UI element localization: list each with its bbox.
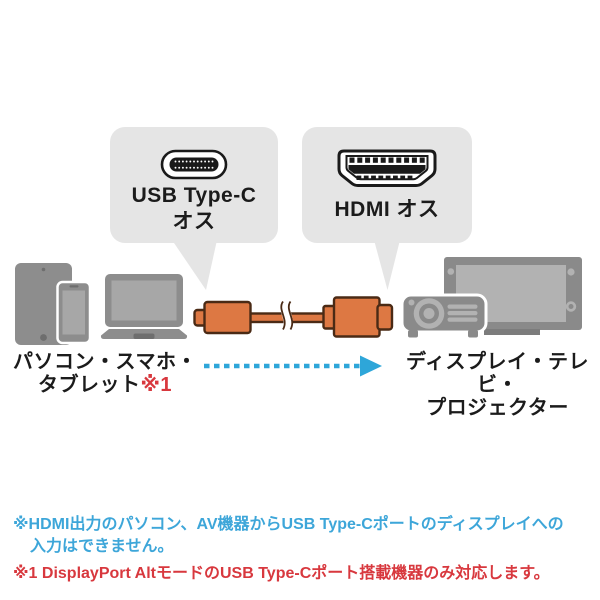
hdmi-connector-icon — [337, 149, 437, 187]
hdmi-bubble-label: HDMI オス — [334, 198, 440, 221]
hdmi-restriction-note-line1: ※HDMI出力のパソコン、AV機器からUSB Type-Cポートのディスプレイへ… — [13, 516, 564, 533]
alt-mode-note: ※1 DisplayPort AltモードのUSB Type-Cポート搭載機器の… — [13, 565, 550, 582]
source-label-line1: パソコン・スマホ・ — [13, 351, 197, 373]
destination-label-line2: プロジェクター — [426, 397, 569, 419]
usb-speech-bubble — [110, 127, 278, 290]
projector-icon — [400, 293, 488, 338]
dashed-arrow-right-icon — [204, 355, 382, 377]
usb-c-to-hdmi-cable-icon — [193, 296, 394, 338]
source-devices-label: パソコン・スマホ・ タブレット※1 — [5, 351, 205, 397]
cable-break-mark — [280, 297, 294, 333]
usb-bubble-label-line1: USB Type-C — [131, 184, 257, 207]
hdmi-restriction-note-line2: 入力はできません。 — [30, 538, 174, 555]
usb-type-c-connector-icon — [160, 149, 228, 180]
usb-bubble-label-line2: オス — [172, 210, 216, 233]
destination-devices-label: ディスプレイ・テレビ・ プロジェクター — [395, 351, 600, 420]
laptop-icon — [100, 274, 188, 339]
source-label-note-ref: ※1 — [140, 374, 173, 396]
smartphone-icon — [56, 280, 92, 345]
hdmi-restriction-note: ※HDMI出力のパソコン、AV機器からUSB Type-Cポートのディスプレイへ… — [13, 514, 564, 558]
destination-label-line1: ディスプレイ・テレビ・ — [405, 351, 590, 396]
usb-bubble-label: USB Type-C オス — [110, 183, 278, 235]
source-label-line2: タブレット — [37, 374, 141, 396]
